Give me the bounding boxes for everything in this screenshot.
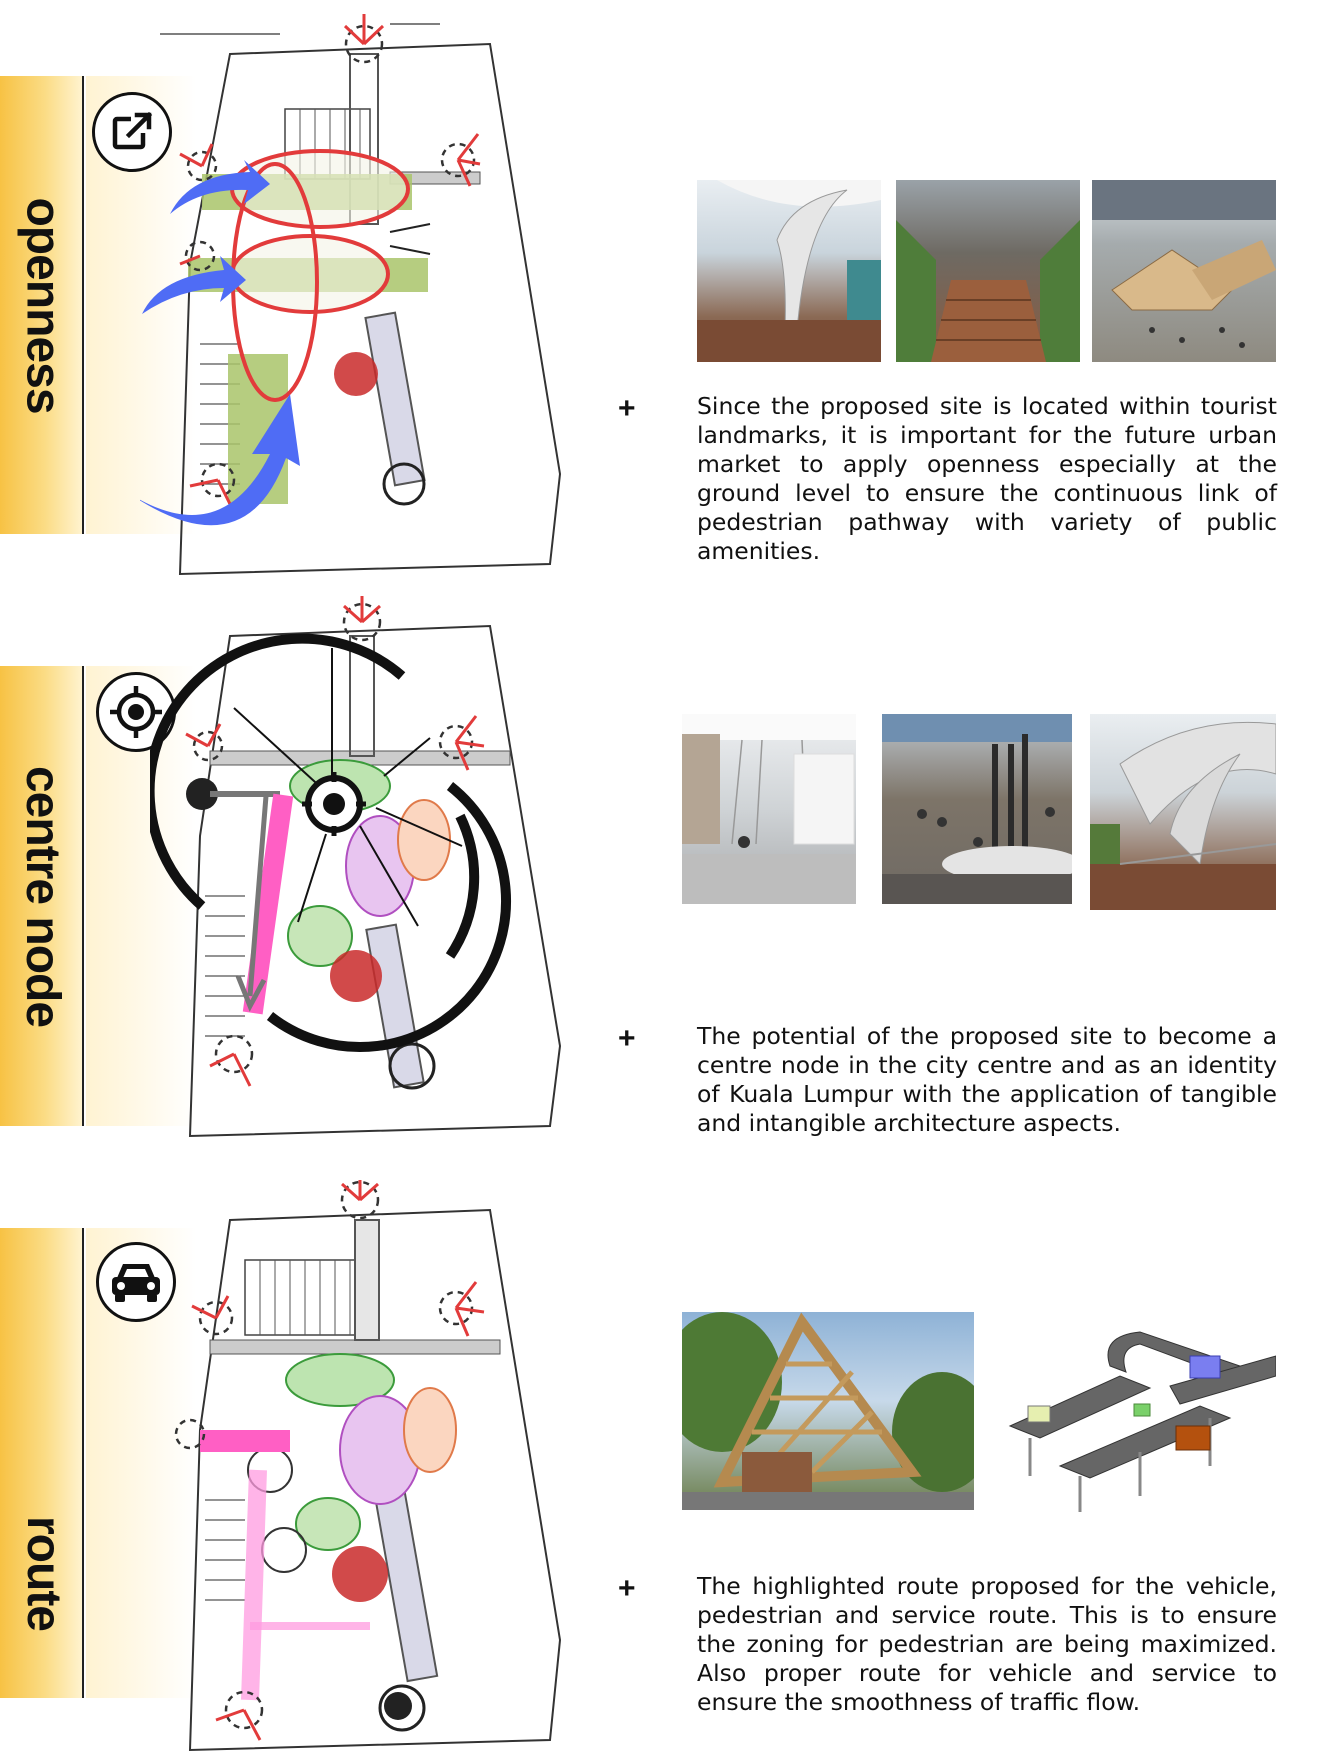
section-description: Since the proposed site is located withi… bbox=[697, 392, 1277, 565]
photo-canopy-terrace-2 bbox=[1090, 714, 1276, 910]
section-label-openness: openness bbox=[16, 196, 70, 414]
section-label-route: route bbox=[16, 1515, 70, 1631]
site-sketch-centre-node bbox=[150, 596, 562, 1138]
photo-timber-market bbox=[1092, 180, 1276, 362]
section-label-centre-node: centre node bbox=[16, 765, 70, 1027]
photo-public-swings bbox=[682, 714, 856, 904]
car-icon bbox=[96, 1242, 176, 1322]
photo-timber-pavilion bbox=[682, 1312, 974, 1510]
plus-bullet: + bbox=[618, 1572, 636, 1605]
photo-canopy-terrace bbox=[697, 180, 881, 362]
photo-conveyor-system bbox=[1000, 1326, 1276, 1516]
section-route: route bbox=[0, 1150, 1319, 1764]
photo-sunken-plaza bbox=[896, 180, 1080, 362]
section-description: The potential of the proposed site to be… bbox=[697, 1022, 1277, 1137]
section-centre-node: centre node bbox=[0, 590, 1319, 1150]
site-sketch-openness bbox=[140, 14, 562, 576]
section-tab-route bbox=[0, 1228, 84, 1698]
external-link-icon bbox=[92, 92, 172, 172]
section-openness: openness bbox=[0, 0, 1319, 590]
plus-bullet: + bbox=[618, 392, 636, 425]
plus-bullet: + bbox=[618, 1022, 636, 1055]
site-sketch-route bbox=[174, 1180, 562, 1752]
section-description: The highlighted route proposed for the v… bbox=[697, 1572, 1277, 1716]
photo-tree-plaza bbox=[882, 714, 1072, 904]
section-tab-openness bbox=[0, 76, 84, 534]
section-tab-centre-node bbox=[0, 666, 84, 1126]
